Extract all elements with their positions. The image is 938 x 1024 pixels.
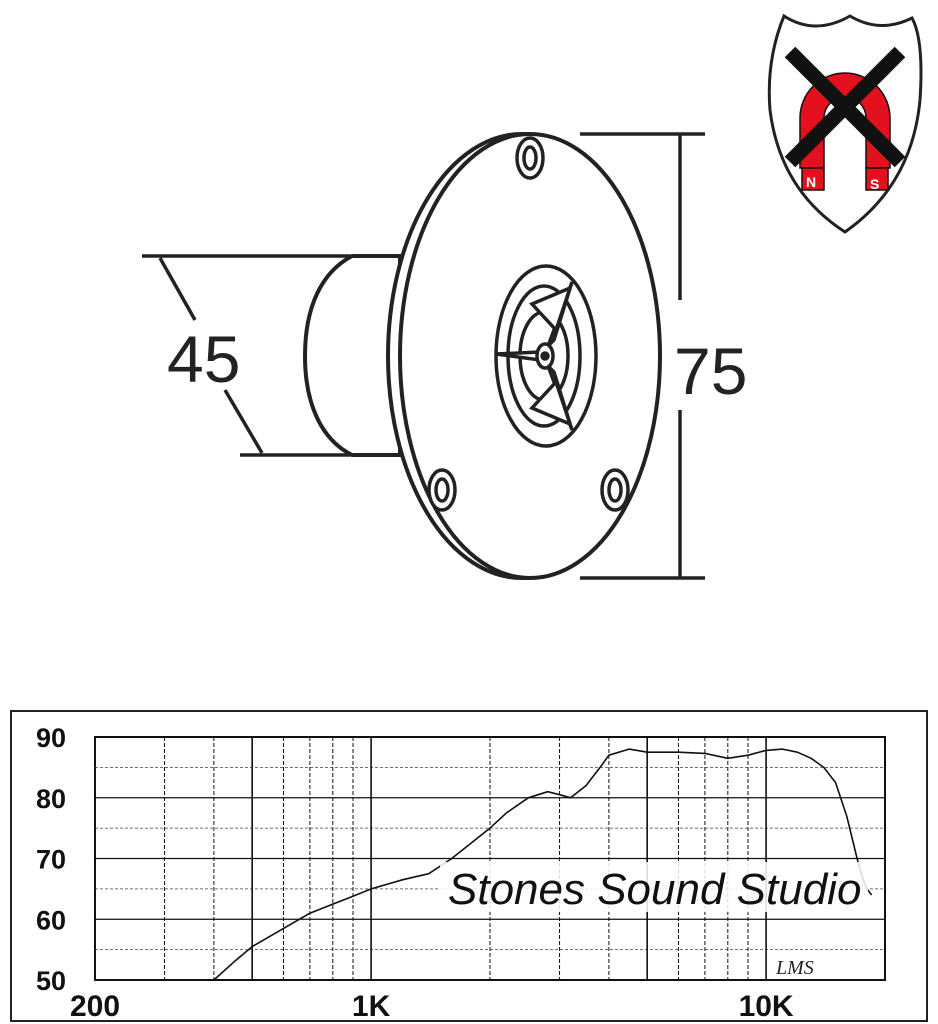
tweeter-body: [302, 132, 662, 580]
magnet-pole-n-label: N: [806, 174, 816, 190]
magnet-pole-n: [801, 167, 825, 191]
no-magnet-badge: N S: [767, 13, 923, 234]
dome-assembly: [494, 264, 598, 448]
dimension-diameter: [580, 132, 705, 580]
cross-icon: [784, 46, 906, 168]
no-magnet-icon: N S: [784, 46, 906, 192]
dimension-diameter-label: 75: [674, 334, 747, 408]
magnet-pole-s: [865, 167, 889, 191]
magnet-pole-s-label: S: [870, 176, 879, 192]
dimension-depth-label: 45: [167, 322, 240, 396]
chart-frame: [10, 710, 928, 1022]
rear-cylinder: [302, 254, 402, 457]
shield-outline: [767, 13, 923, 234]
tweeter-dimension-drawing: 45 75 N S: [142, 13, 923, 580]
mounting-holes: [427, 136, 630, 512]
dimension-depth: [142, 254, 350, 457]
